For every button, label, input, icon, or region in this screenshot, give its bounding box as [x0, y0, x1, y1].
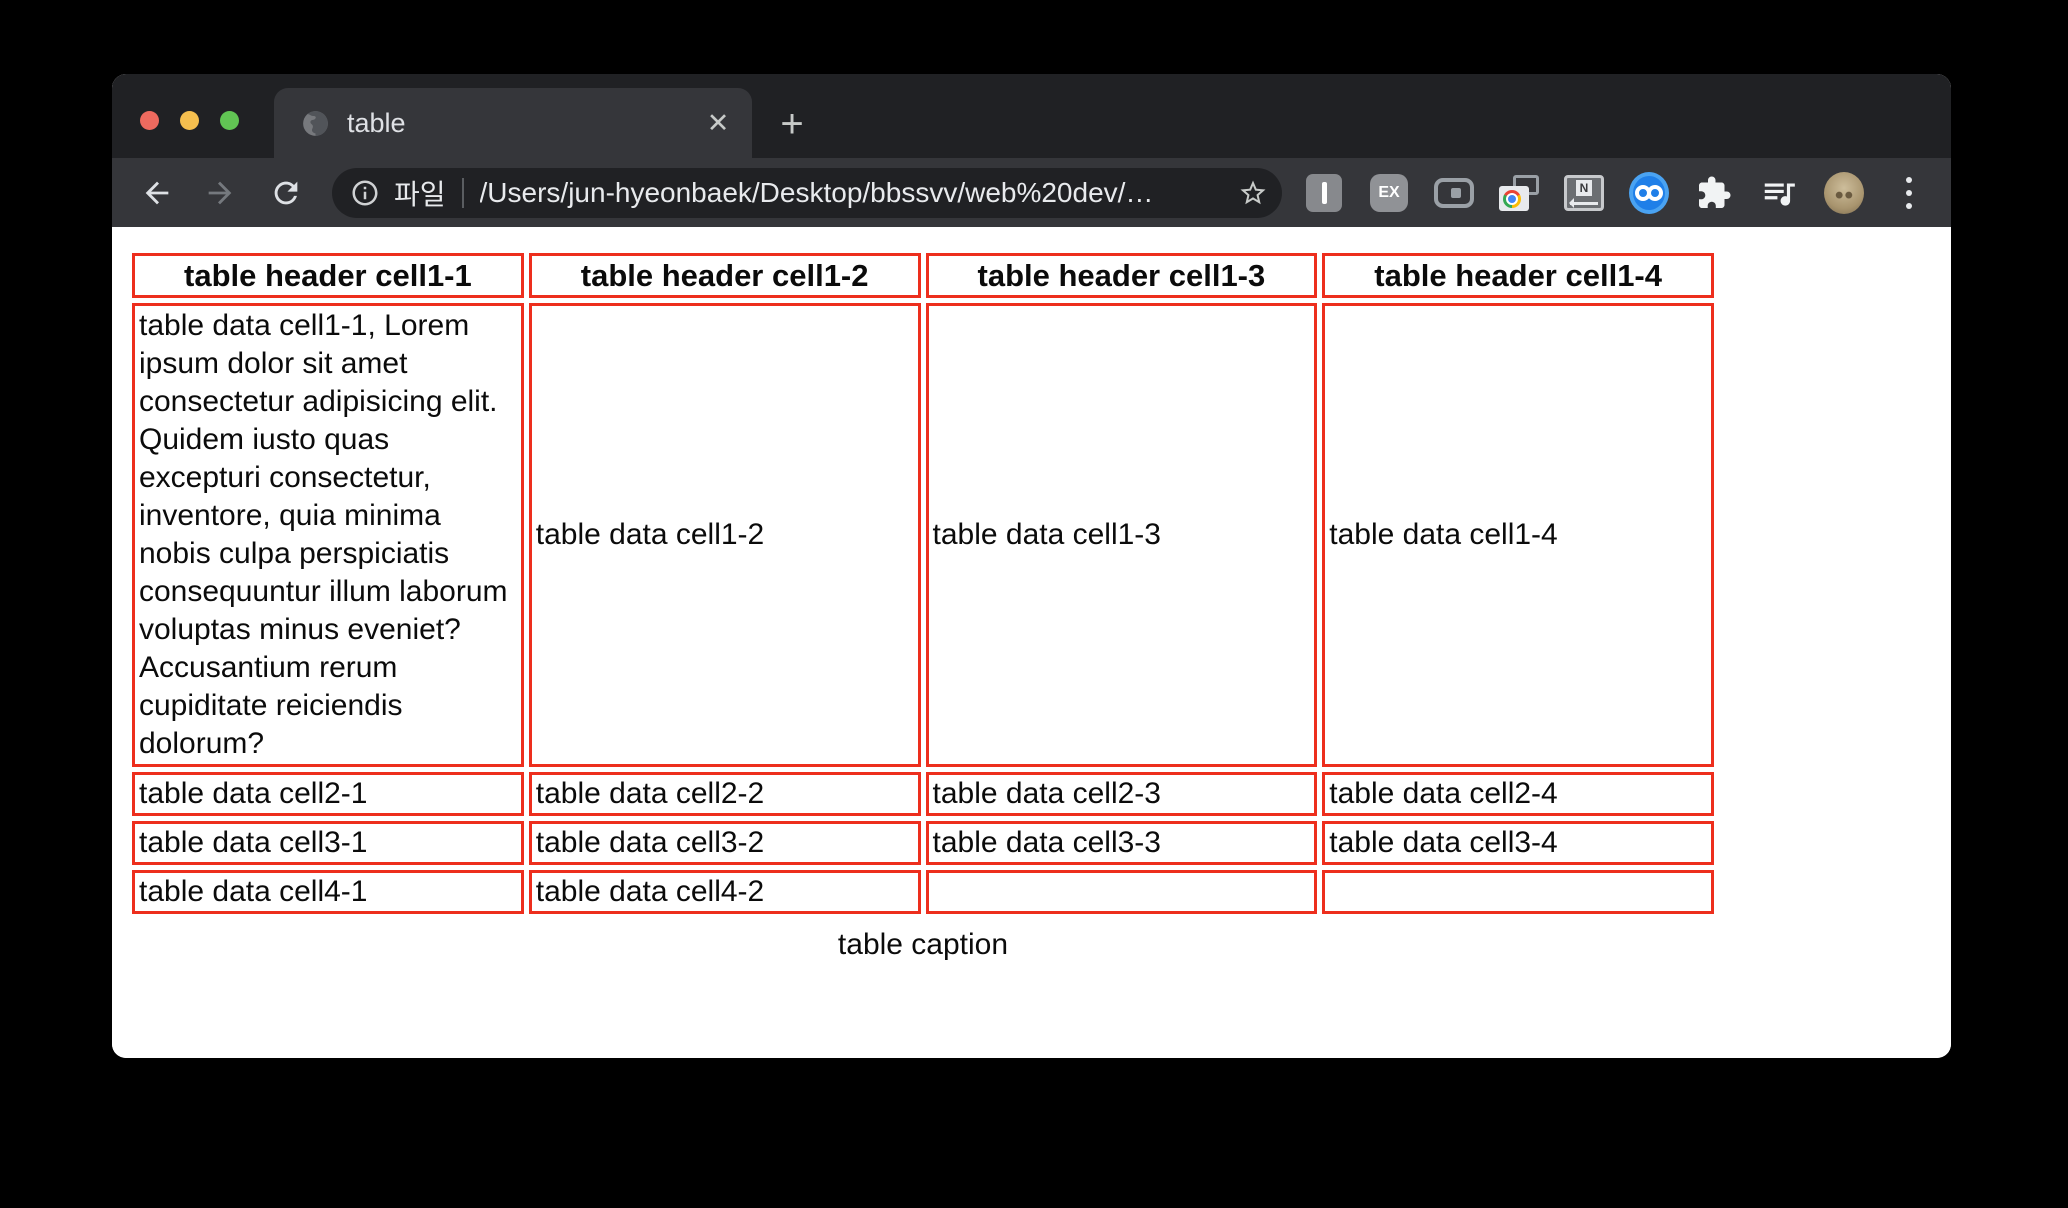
window-controls [140, 111, 239, 130]
globe-favicon-icon [303, 110, 328, 136]
table-header-cell: table header cell1-1 [132, 253, 524, 298]
table-row: table data cell4-1 table data cell4-2 [132, 870, 1714, 914]
table-row: table data cell2-1 table data cell2-2 ta… [132, 772, 1714, 816]
page-content: table caption table header cell1-1 table… [112, 227, 1951, 1058]
table-row: table data cell3-1 table data cell3-2 ta… [132, 821, 1714, 865]
n-key-icon: N [1564, 174, 1604, 211]
extensions-strip: EX N [1304, 158, 1929, 227]
url-scheme-label: 파일 [394, 178, 446, 210]
back-button[interactable] [135, 171, 179, 215]
three-dot-menu-icon [1906, 176, 1912, 209]
back-arrow-icon [145, 181, 169, 204]
table-header-cell: table header cell1-2 [528, 253, 921, 298]
puzzle-icon [1699, 176, 1731, 208]
table-data-cell: table data cell2-2 [528, 772, 921, 816]
fullscreen-window-button[interactable] [220, 111, 239, 130]
table-missing-cell [925, 870, 1318, 914]
table-data-cell: table data cell4-1 [132, 870, 524, 914]
extension-playlist-button[interactable] [1759, 173, 1799, 213]
table-data-cell: table data cell1-2 [528, 303, 921, 767]
page-info-icon[interactable] [350, 178, 380, 208]
table-data-cell: table data cell2-1 [132, 772, 524, 816]
tab-table[interactable]: table ✕ [274, 88, 752, 158]
picture-in-picture-icon [1434, 177, 1474, 208]
reload-button[interactable] [264, 171, 308, 215]
table-empty-cell [1322, 870, 1714, 914]
table-header-cell: table header cell1-3 [925, 253, 1318, 298]
bookmark-star-icon[interactable] [1238, 178, 1268, 208]
tab-strip: table ✕ + [112, 74, 1951, 158]
extension-pip-button[interactable] [1434, 173, 1474, 213]
browser-window: table ✕ + 파일 /Users/jun-hyeonbaek/Deskto… [112, 74, 1951, 1058]
new-tab-button[interactable]: + [780, 102, 804, 146]
infinity-icon [1629, 171, 1669, 214]
url-separator [461, 177, 464, 208]
forward-button[interactable] [198, 171, 242, 215]
table-data-cell: table data cell2-3 [925, 772, 1318, 816]
table-data-cell: table data cell4-2 [528, 870, 921, 914]
table-row: table data cell1-1, Lorem ipsum dolor si… [132, 303, 1714, 767]
reload-icon [274, 181, 298, 204]
table-header-row: table header cell1-1 table header cell1-… [132, 253, 1714, 298]
table-data-cell: table data cell3-4 [1322, 821, 1714, 865]
tab-title: table [347, 107, 406, 138]
close-window-button[interactable] [140, 111, 159, 130]
extension-infinity-button[interactable] [1629, 171, 1669, 214]
extension-chrome-windows-button[interactable] [1499, 173, 1539, 213]
forward-arrow-icon [208, 181, 232, 204]
table-caption: table caption [837, 928, 1009, 961]
table-data-cell: table data cell3-3 [925, 821, 1318, 865]
extension-ibar-button[interactable] [1304, 173, 1344, 213]
chrome-windows-icon [1499, 173, 1539, 213]
music-playlist-icon [1764, 183, 1795, 206]
extensions-puzzle-button[interactable] [1694, 173, 1734, 213]
table-header-cell: table header cell1-4 [1322, 253, 1714, 298]
avatar [1824, 171, 1864, 214]
table-data-cell: table data cell3-1 [132, 821, 524, 865]
close-tab-icon[interactable]: ✕ [706, 107, 730, 138]
table-data-cell: table data cell1-4 [1322, 303, 1714, 767]
url-text[interactable]: /Users/jun-hyeonbaek/Desktop/bbssvv/web%… [479, 176, 1154, 208]
address-bar[interactable]: 파일 /Users/jun-hyeonbaek/Desktop/bbssvv/w… [332, 167, 1282, 218]
profile-avatar[interactable] [1824, 171, 1864, 214]
ibar-icon [1306, 173, 1342, 212]
table-data-cell: table data cell1-1, Lorem ipsum dolor si… [132, 303, 524, 767]
browser-menu-button[interactable] [1889, 173, 1929, 213]
demo-table: table caption table header cell1-1 table… [127, 248, 1719, 962]
minimize-window-button[interactable] [180, 111, 199, 130]
table-data-cell: table data cell3-2 [528, 821, 921, 865]
browser-toolbar: 파일 /Users/jun-hyeonbaek/Desktop/bbssvv/w… [112, 158, 1951, 227]
extension-ex-button[interactable]: EX [1369, 173, 1409, 213]
extension-n-key-button[interactable]: N [1564, 173, 1604, 213]
table-data-cell: table data cell2-4 [1322, 772, 1714, 816]
ex-icon: EX [1370, 173, 1408, 212]
table-data-cell: table data cell1-3 [925, 303, 1318, 767]
